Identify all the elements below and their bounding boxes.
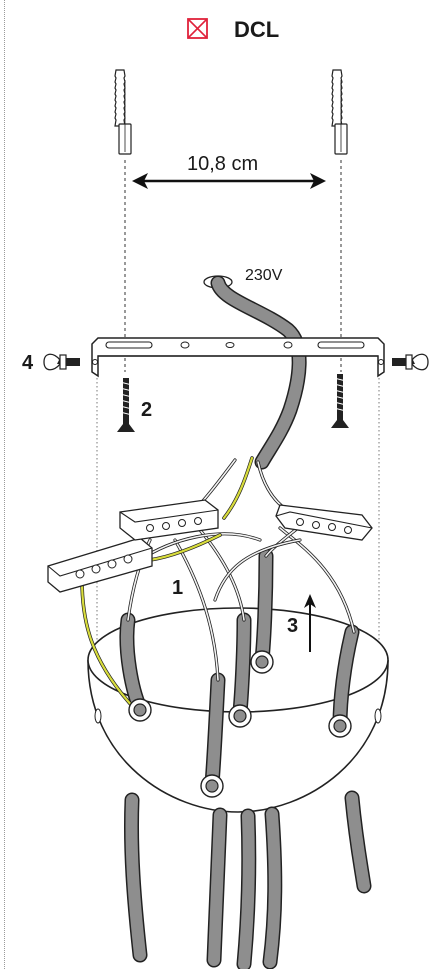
- left-page-border: [4, 0, 5, 969]
- cable-glands: [128, 650, 352, 798]
- dcl-header: DCL: [187, 17, 279, 42]
- crossed-box-icon: [187, 18, 208, 39]
- mounting-screw-right: [331, 374, 349, 428]
- hanging-cables: [123, 790, 372, 969]
- voltage-label: 230V: [245, 267, 283, 284]
- terminal-connector-right: [275, 504, 373, 541]
- side-screw-left: [43, 353, 80, 371]
- step-2-label: 2: [141, 399, 152, 421]
- step-3-up-arrow: [304, 594, 316, 652]
- dcl-label: DCL: [234, 17, 279, 42]
- distance-label: 10,8 cm: [187, 153, 258, 175]
- distance-arrow: [132, 173, 326, 189]
- step-1-label: 1: [172, 577, 183, 599]
- step-3-label: 3: [287, 615, 298, 637]
- mounting-bracket: [91, 337, 385, 378]
- mounting-screw-left: [117, 378, 135, 432]
- step-4-label: 4: [22, 352, 34, 374]
- terminal-connector-left: [47, 537, 153, 593]
- side-screw-right: [392, 353, 429, 371]
- supply-cable: [210, 275, 307, 470]
- wall-plug-right: [331, 69, 348, 155]
- terminal-connector-center: [119, 499, 219, 541]
- earth-wires: [80, 456, 254, 710]
- wall-plug-left: [114, 69, 132, 155]
